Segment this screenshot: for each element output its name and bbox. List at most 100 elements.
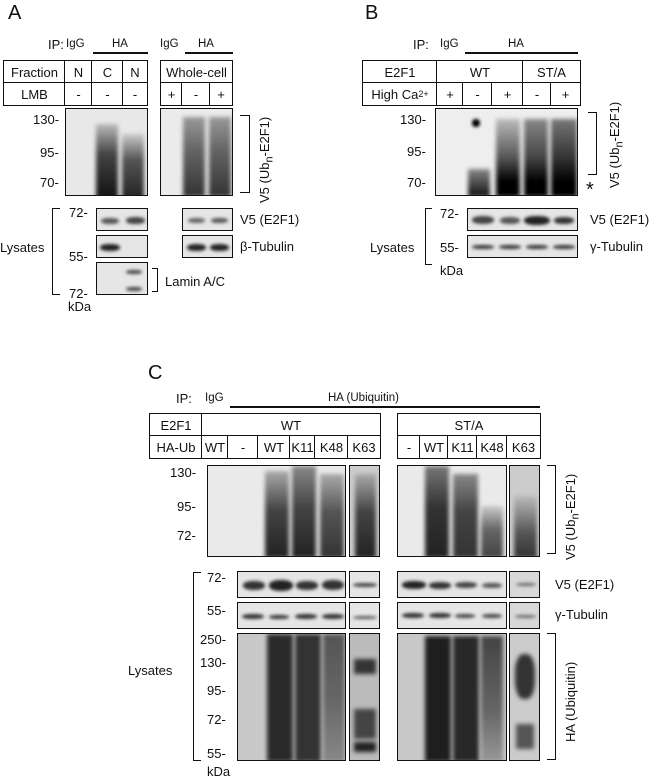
kda-label: kDa (440, 263, 464, 278)
lane-cell: WT (257, 435, 291, 459)
bracket (588, 112, 597, 175)
blot-c-v5-sta-k63 (509, 571, 540, 598)
ip-label: IP: (48, 37, 64, 52)
group-sta: ST/A (397, 413, 541, 437)
lane-cell: K48 (314, 435, 349, 459)
lamin-label: Lamin A/C (165, 274, 225, 289)
blot-a-lamin (96, 262, 148, 295)
asterisk: * (586, 179, 594, 201)
mw-marker: 95- (177, 499, 196, 514)
blot-a-tubulin (96, 235, 148, 258)
mw-marker: 55- (207, 603, 226, 618)
mw-marker: 95- (407, 144, 426, 159)
lane-cell: WT (201, 435, 229, 459)
mw-marker: 55- (440, 240, 459, 255)
group-wt: WT (201, 413, 381, 437)
lane-cell: - (227, 435, 259, 459)
mw-marker: 250- (200, 632, 227, 647)
ha-line (93, 52, 148, 54)
e2f1-label: E2F1 (149, 413, 203, 437)
mw-marker: 130- (170, 465, 197, 480)
blot-a-ip-whole (160, 108, 233, 196)
mw-marker: 72- (69, 205, 88, 220)
lamin-bracket (152, 268, 158, 292)
v5-ubn-label: V5 (Ubn-E2F1) (607, 101, 626, 188)
mw-marker: 95- (207, 683, 226, 698)
panel-b-letter: B (365, 2, 379, 24)
ip-ha-ubiquitin: HA (Ubiquitin) (328, 392, 399, 404)
blot-b-ip (435, 108, 578, 196)
v5-e2f1-label: V5 (E2F1) (240, 212, 300, 227)
blot-c-ip-wt-k63 (349, 465, 380, 557)
blot-c-v5-wt (237, 571, 346, 598)
lane-cell: K63 (347, 435, 381, 459)
tubulin-label: β-Tubulin (240, 239, 294, 254)
mw-marker: 130- (200, 655, 227, 670)
lmb-cell: - (181, 82, 211, 106)
blot-c-v5-sta (397, 571, 507, 598)
lmb-cell: + (209, 82, 233, 106)
group-sta: ST/A (522, 60, 581, 84)
lmb-cell: - (64, 82, 93, 106)
blot-c-v5-wt-k63 (349, 571, 380, 598)
blot-a-v5-whole (182, 208, 233, 231)
mw-marker: 130- (400, 112, 427, 127)
v5-e2f1-label: V5 (E2F1) (590, 212, 650, 227)
ha-ubiquitin-label: HA (Ubiquitin) (563, 661, 578, 742)
ip-igg-2: IgG (160, 38, 179, 50)
lane-cell: K11 (447, 435, 478, 459)
mw-marker: 72- (207, 712, 226, 727)
panel-c-letter: C (148, 362, 163, 384)
e2f1-label: E2F1 (362, 60, 438, 84)
blot-c-ip-sta (397, 465, 507, 557)
mw-marker: 55- (207, 746, 226, 761)
v5-ubn-label: V5 (Ubn-E2F1) (563, 473, 582, 560)
ha-line (230, 406, 540, 408)
lane-cell: K48 (476, 435, 508, 459)
mw-marker: 72- (207, 570, 226, 585)
lmb-label: LMB (3, 82, 66, 106)
blot-c-tubulin-sta (397, 602, 507, 629)
ip-igg: IgG (66, 38, 85, 50)
kda-label: kDa (207, 764, 231, 779)
blot-a-ip-fraction (65, 108, 148, 196)
ca-cell: + (550, 82, 581, 106)
ca-cell: - (522, 82, 552, 106)
ha-line (465, 52, 578, 54)
lmb-cell: - (91, 82, 124, 106)
lane-cell: WT (419, 435, 449, 459)
panel-a-letter: A (8, 2, 22, 24)
blot-a-tubulin-whole (182, 235, 233, 258)
blot-c-ip-wt (207, 465, 346, 557)
ca-cell: + (436, 82, 464, 106)
ip-igg: IgG (440, 38, 459, 50)
ha-ub-label: HA-Ub (149, 435, 203, 459)
fraction-cell: C (91, 60, 124, 84)
bracket (240, 115, 250, 193)
blot-c-ha-sta-k63 (509, 633, 540, 761)
kda-label: kDa (68, 299, 92, 314)
lysates-label: Lysates (0, 240, 45, 255)
blot-b-v5 (467, 208, 578, 231)
mw-marker: 70- (407, 175, 426, 190)
ip-ha: HA (112, 38, 128, 50)
lmb-cell: + (160, 82, 183, 106)
mw-marker: 95- (40, 145, 59, 160)
blot-a-v5 (96, 208, 148, 231)
blot-c-ha-wt-k63 (349, 633, 380, 761)
ca-cell: + (491, 82, 524, 106)
lysates-bracket (425, 208, 432, 265)
blot-c-tubulin-wt (237, 602, 346, 629)
v5-e2f1-label: V5 (E2F1) (555, 577, 615, 592)
bracket (547, 465, 556, 554)
lysates-label: Lysates (370, 240, 415, 255)
fraction-label: Fraction (3, 60, 66, 84)
fraction-cell: N (64, 60, 93, 84)
tubulin-label: γ-Tubulin (590, 239, 643, 254)
lysates-bracket (52, 208, 60, 295)
mw-marker: 72- (177, 528, 196, 543)
mw-marker: 55- (69, 249, 88, 264)
ca-cell: - (462, 82, 493, 106)
ip-label: IP: (413, 37, 429, 52)
